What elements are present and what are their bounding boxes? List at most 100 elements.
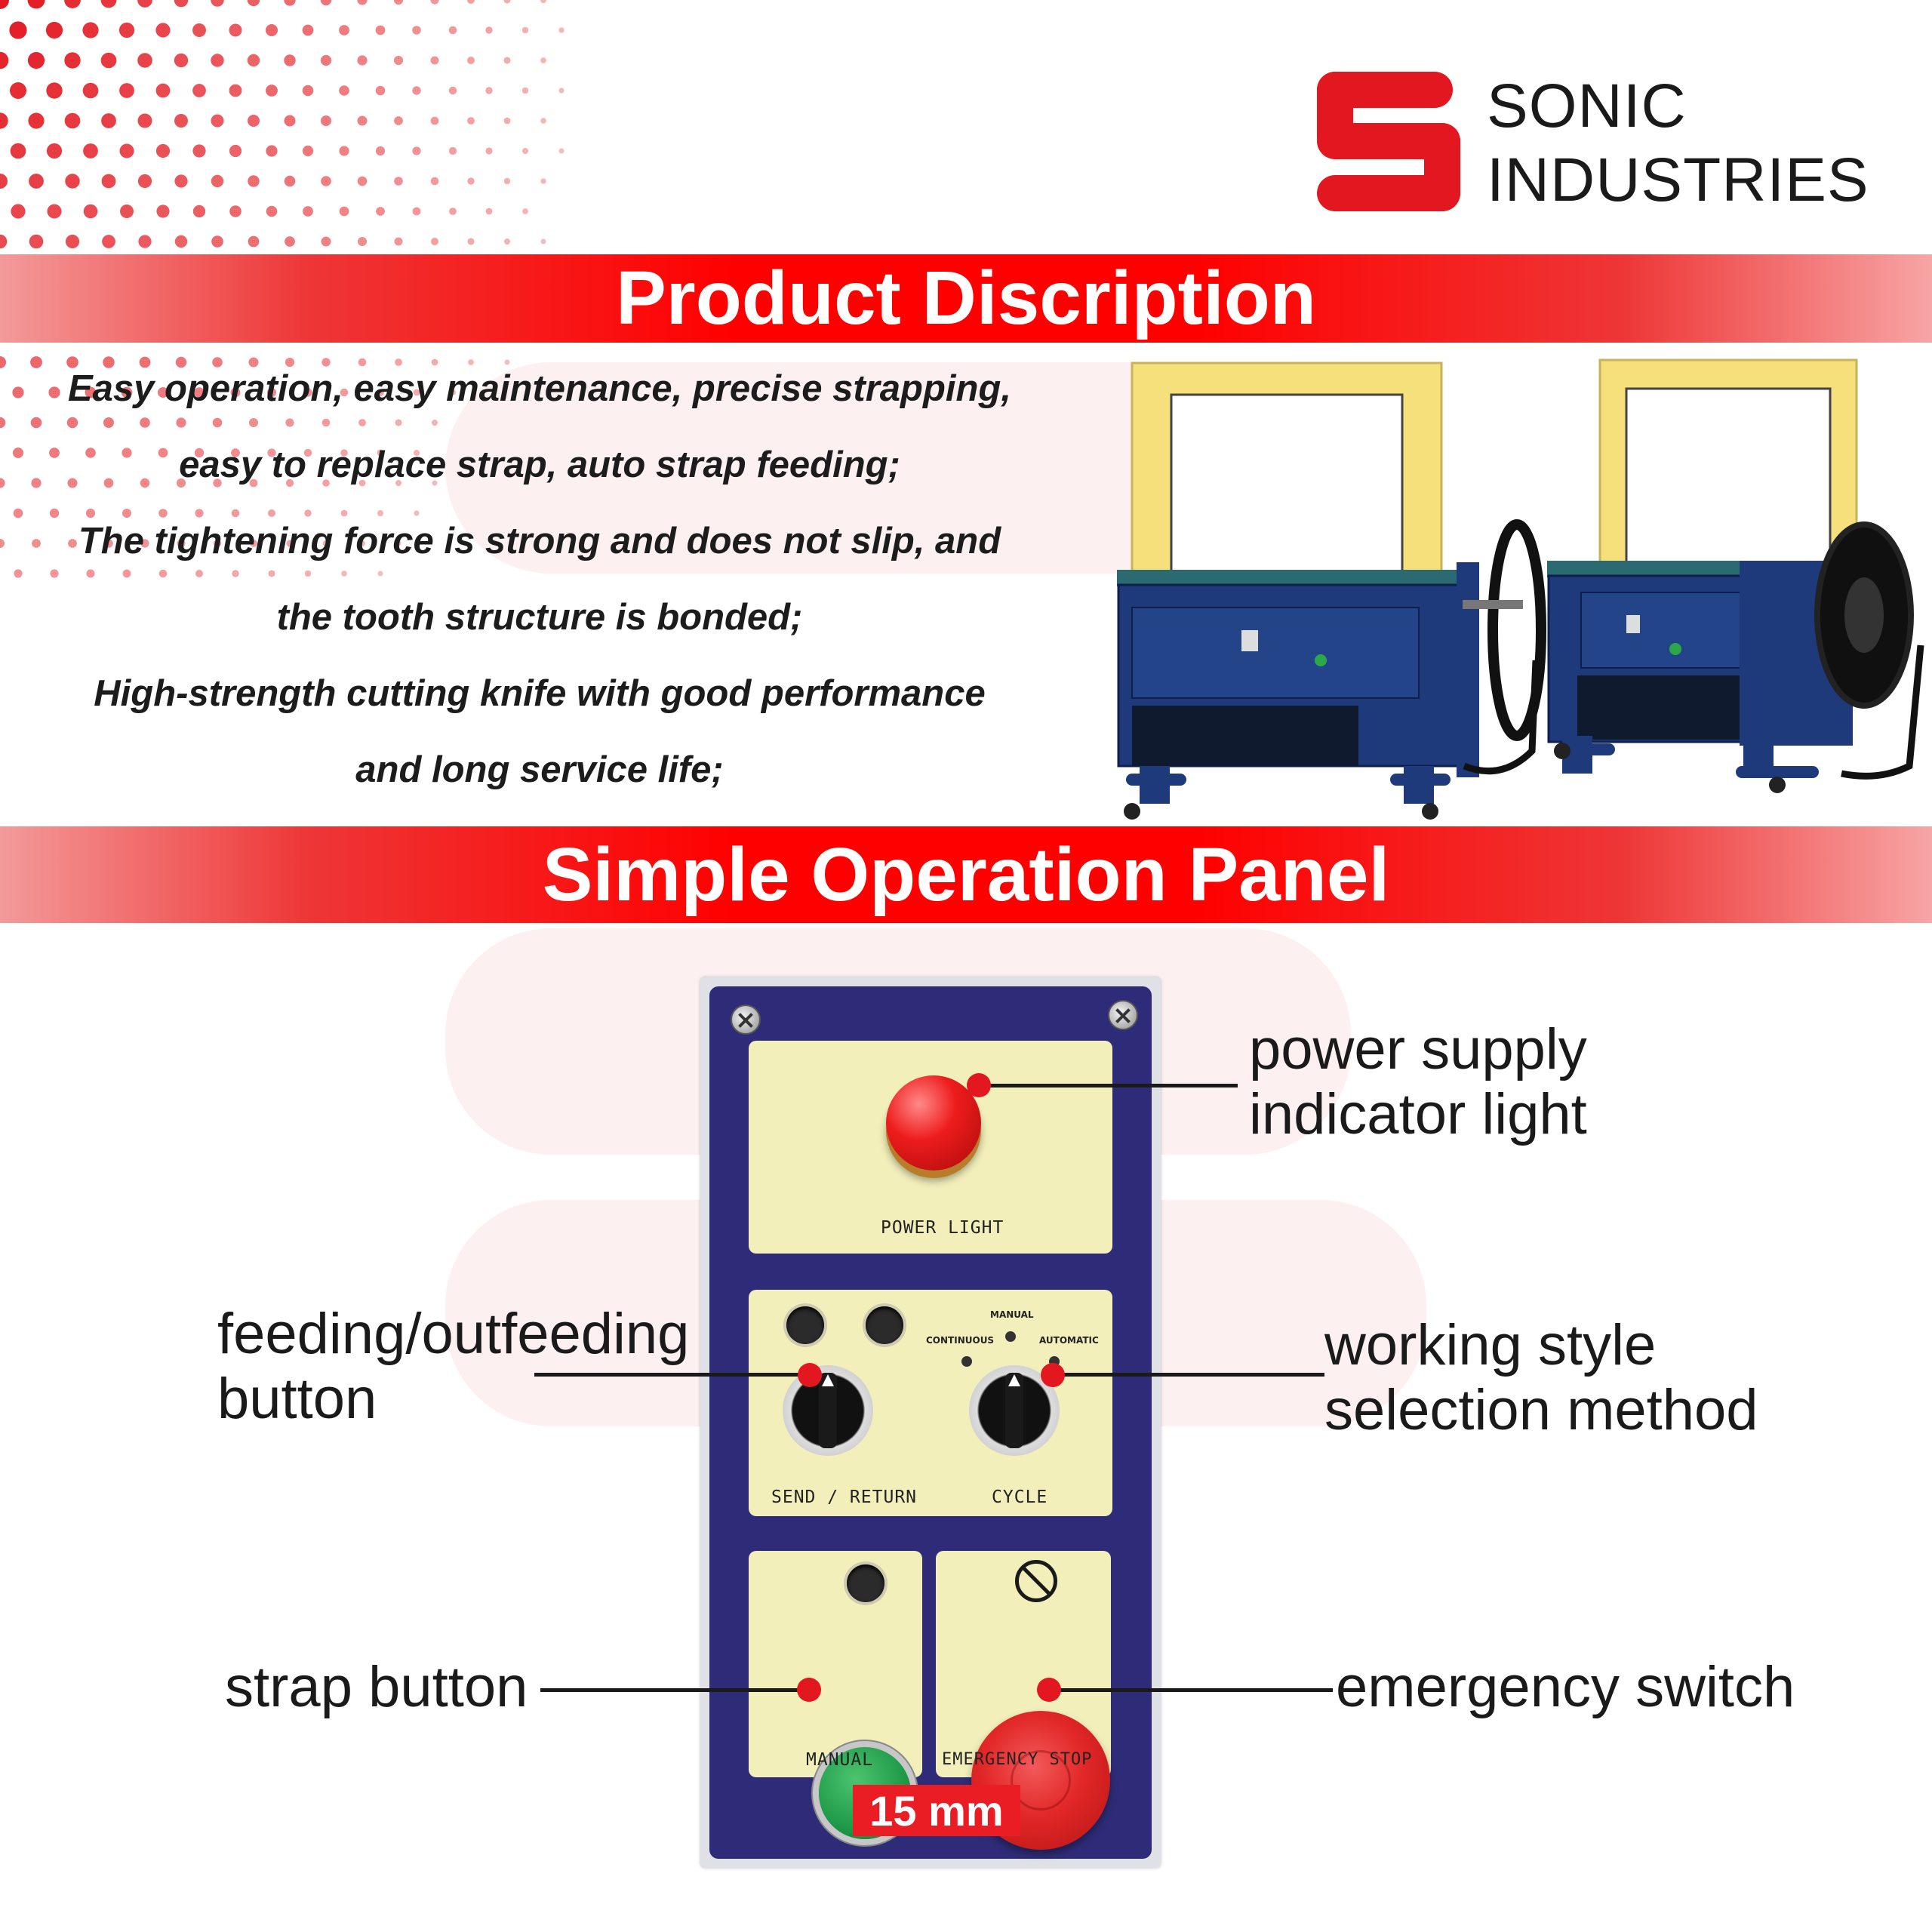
decor-dot [340, 509, 348, 517]
decor-dot [67, 478, 78, 488]
decor-dot [339, 85, 349, 96]
decor-dot [413, 389, 420, 396]
decor-dot [14, 569, 23, 578]
description-line: and long service life; [355, 749, 724, 790]
decor-dot [521, 87, 529, 94]
callout-power-supply: power supply indicator light [1249, 1017, 1587, 1147]
leader-line [540, 1688, 812, 1692]
decor-dot [102, 235, 115, 248]
decor-dot [231, 448, 240, 457]
decor-dot [155, 83, 171, 98]
decor-dot [393, 0, 404, 5]
decor-dot [558, 88, 565, 94]
decor-dot [121, 386, 133, 398]
decor-dot [68, 539, 77, 548]
emergency-stop-label: EMERGENCY STOP [942, 1750, 1093, 1769]
power-light-plate: POWER LIGHT [749, 1041, 1112, 1254]
send-return-label: SEND / RETURN [771, 1487, 918, 1507]
decor-dot [266, 205, 278, 217]
decor-dot [174, 174, 188, 188]
decor-dot [304, 570, 312, 577]
decor-dot [377, 571, 383, 577]
decor-dot [13, 448, 23, 458]
decor-dot [104, 539, 113, 548]
decor-dot [303, 448, 312, 457]
cycle-label: CYCLE [992, 1487, 1048, 1507]
decor-dot [284, 54, 296, 66]
decor-dot [12, 386, 24, 398]
decor-dot [340, 449, 348, 457]
decor-dot [137, 0, 152, 8]
decor-dot [213, 539, 222, 548]
decor-dot [357, 55, 368, 66]
decor-dot [83, 204, 98, 219]
decor-dot [0, 417, 6, 429]
decor-dot [485, 87, 493, 94]
decor-dot [85, 386, 97, 398]
decor-dot [467, 177, 475, 185]
decor-dot [27, 51, 45, 69]
leader-dot [798, 1363, 822, 1387]
decor-dot [232, 570, 239, 577]
description-line: the tooth structure is bonded; [276, 597, 803, 638]
screw-icon [1108, 1000, 1138, 1030]
decor-dot [321, 358, 331, 367]
decor-dot [485, 147, 493, 155]
decor-dot [540, 0, 546, 3]
decor-dot [540, 118, 546, 124]
decor-dot [66, 356, 78, 368]
decor-dot [247, 54, 260, 67]
decor-dot [140, 478, 150, 488]
decor-dot [412, 146, 421, 155]
callout-strap-button: strap button [225, 1655, 528, 1719]
decor-dot [285, 357, 295, 368]
decor-dot [358, 479, 366, 487]
decor-dot [467, 117, 475, 125]
decor-dot [320, 0, 332, 6]
decor-dot [32, 539, 41, 548]
mode-automatic-label: AUTOMATIC [1039, 1335, 1099, 1346]
decor-dot [302, 145, 314, 157]
indicator-hole [866, 1306, 903, 1344]
manual-plate [749, 1551, 922, 1777]
decor-dot [284, 175, 296, 187]
decor-dot [540, 238, 546, 245]
decor-dot [395, 358, 402, 366]
decor-dot [248, 175, 260, 187]
decor-dot [213, 478, 222, 488]
decor-dot [0, 51, 9, 69]
decor-dot [229, 205, 242, 217]
callout-power-supply-line2: indicator light [1249, 1082, 1587, 1146]
mode-continuous-label: CONTINUOUS [926, 1335, 995, 1346]
decor-dot [0, 539, 5, 548]
decor-dot [504, 238, 510, 245]
decor-dot [359, 540, 365, 546]
decor-dot [320, 54, 332, 66]
decor-dot [28, 112, 45, 129]
decor-dot [375, 146, 386, 156]
decor-dot [137, 113, 152, 128]
screw-icon [731, 1004, 761, 1035]
leader-dot [1041, 1363, 1065, 1387]
decor-dot [9, 21, 27, 39]
decor-dot [30, 417, 42, 429]
decor-dot [158, 509, 168, 518]
decor-dot [174, 53, 189, 68]
decor-dot [195, 509, 204, 518]
decor-dot [467, 238, 475, 245]
decor-dot [266, 145, 278, 157]
description-line: The tightening force is strong and does … [78, 521, 1001, 561]
decor-dot [448, 26, 457, 35]
decor-dot [375, 25, 386, 35]
decor-dot [137, 174, 152, 189]
decor-dot [504, 359, 510, 365]
decor-dot [414, 450, 420, 456]
decor-dot [540, 57, 546, 63]
decor-dot [340, 388, 349, 397]
decor-dot [431, 358, 438, 366]
decor-dot [321, 176, 331, 186]
decor-dot [450, 389, 456, 395]
callout-working-style-line1: working style [1324, 1313, 1657, 1377]
decor-dot [412, 207, 421, 216]
decor-dot [66, 417, 78, 429]
